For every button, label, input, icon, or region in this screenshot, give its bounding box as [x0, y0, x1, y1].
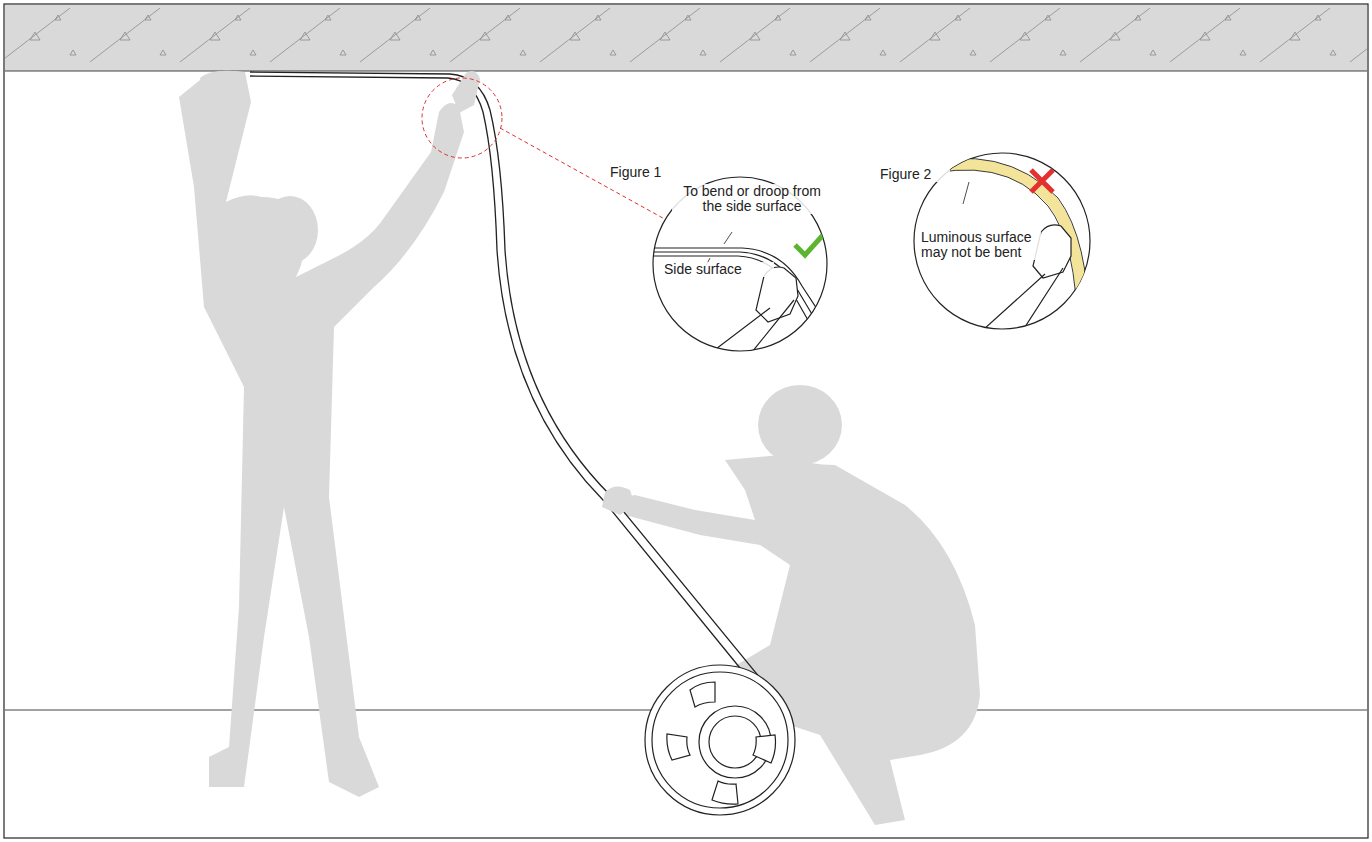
- part-label: Side surface: [664, 262, 774, 277]
- figure-label: Figure 1: [610, 165, 690, 180]
- reel: [645, 665, 795, 815]
- instruction-text: To bend or droop from the side surface: [672, 184, 832, 214]
- standing-person: [179, 71, 464, 797]
- figure-inset: Figure 2Luminous surface may not be bent: [913, 152, 1091, 330]
- figure-inset: Figure 1To bend or droop from the side s…: [652, 176, 828, 352]
- crouching-person: [615, 385, 980, 825]
- figure-label: Figure 2: [880, 167, 950, 182]
- callout-ring: [422, 78, 502, 158]
- warning-text: Luminous surface may not be bent: [921, 230, 1041, 260]
- ceiling-hatch: [5, 5, 1367, 71]
- light-strip: [250, 72, 770, 695]
- ceiling: [5, 5, 1367, 71]
- hands: [200, 71, 635, 515]
- frame: [4, 4, 1368, 838]
